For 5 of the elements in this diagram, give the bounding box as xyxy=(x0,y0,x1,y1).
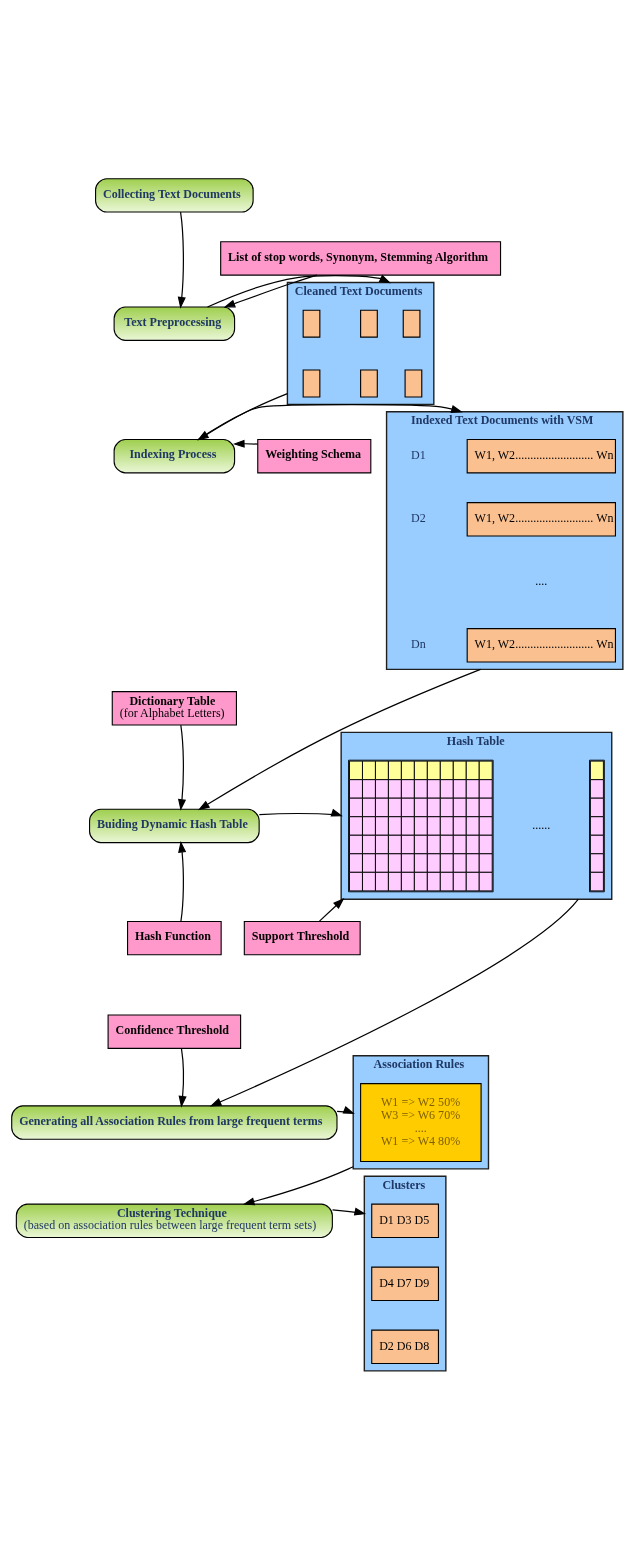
node-label: Dn xyxy=(411,636,426,651)
node-label: D2 xyxy=(411,510,426,525)
label: ...... xyxy=(532,817,551,832)
label: .... xyxy=(535,573,548,588)
node-label: D1 xyxy=(411,447,426,462)
